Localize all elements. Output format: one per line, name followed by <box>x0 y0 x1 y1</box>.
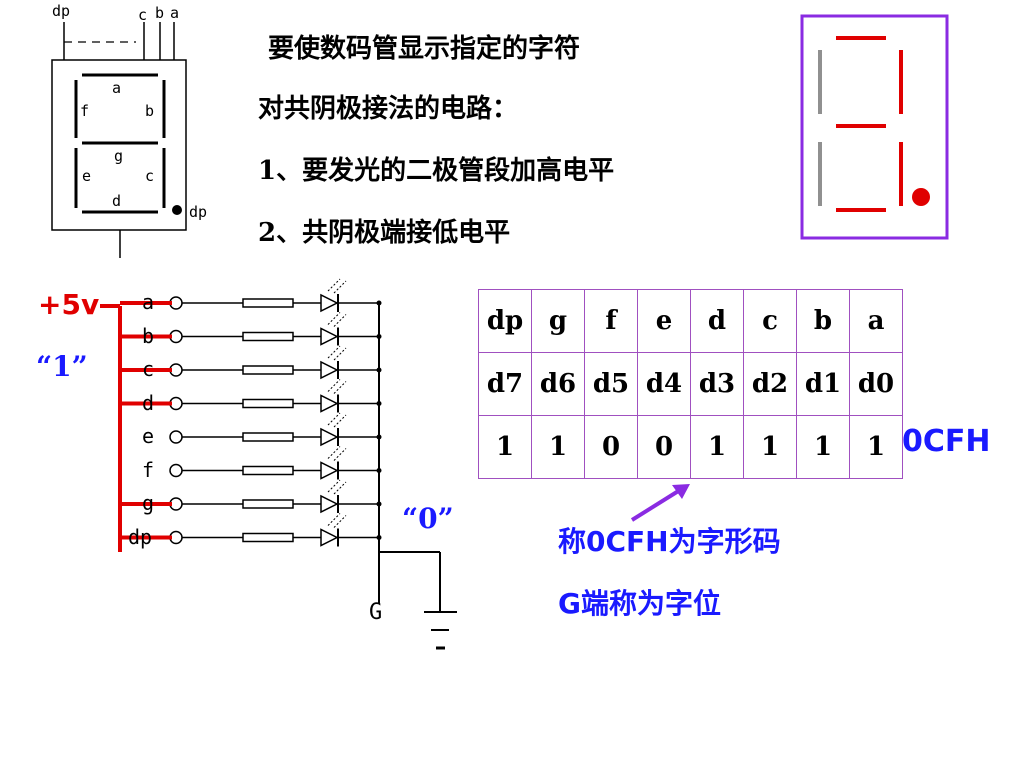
circuit-row-label-d: d <box>142 390 155 415</box>
segment-label-d: d <box>112 192 122 210</box>
table-cell: d4 <box>637 352 691 416</box>
circuit-row-d <box>120 379 382 413</box>
table-cell: 1 <box>690 415 744 479</box>
intro-line-1: 要使数码管显示指定的字符 <box>268 34 581 64</box>
table-row-bits: d7 d6 d5 d4 d3 d2 d1 d0 <box>478 352 903 416</box>
table-cell: 1 <box>849 415 903 479</box>
circuit-row-g <box>120 479 382 514</box>
table-cell: 1 <box>743 415 797 479</box>
circuit-row-a <box>120 278 382 313</box>
table-cell: d2 <box>743 352 797 416</box>
table-cell: d <box>690 289 744 353</box>
pin-label-c: c <box>138 6 148 24</box>
circuit-row-label-g: g <box>142 491 155 515</box>
table-cell: d1 <box>796 352 850 416</box>
circuit-row-e <box>169 412 382 447</box>
segment-label-f: f <box>80 102 90 120</box>
table-cell: 1 <box>531 415 585 479</box>
segment-label-c: c <box>145 167 155 185</box>
circuit-row-label-c: c <box>142 357 155 381</box>
dp-label: dp <box>189 203 208 221</box>
table-cell: dp <box>478 289 532 353</box>
pin-label-dp: dp <box>52 2 71 20</box>
circuit-row-label-f: f <box>142 457 155 482</box>
segment-label-a: a <box>112 79 122 97</box>
table-cell: b <box>796 289 850 353</box>
table-cell: 0 <box>584 415 638 479</box>
circuit-row-label-e: e <box>142 424 155 448</box>
circuit-row-dp <box>120 513 382 547</box>
circuit-row-f <box>169 446 382 480</box>
table-cell: d6 <box>531 352 585 416</box>
segment-label-e: e <box>82 167 92 185</box>
segment-code-table: dp g f e d c b a d7 d6 d5 d4 d3 d2 d1 d0… <box>478 289 903 479</box>
segment-label-g: g <box>114 147 124 165</box>
logic-one-label: “1” <box>36 350 88 383</box>
circuit-row-c <box>120 345 382 380</box>
note-line-2: G端称为字位 <box>558 587 721 620</box>
table-cell: e <box>637 289 691 353</box>
table-cell: a <box>849 289 903 353</box>
table-cell: c <box>743 289 797 353</box>
table-cell: d5 <box>584 352 638 416</box>
logic-zero-label: “0” <box>402 502 454 535</box>
table-cell: d0 <box>849 352 903 416</box>
code-value-label: 0CFH <box>902 424 991 459</box>
seven-segment-display-example <box>800 14 949 240</box>
table-cell: 1 <box>796 415 850 479</box>
circuit-row-label-a: a <box>142 290 155 314</box>
table-cell: 1 <box>478 415 532 479</box>
intro-line-2: 对共阴极接法的电路： <box>258 94 519 124</box>
table-cell: d7 <box>478 352 532 416</box>
vcc-label: +5v <box>38 288 100 321</box>
circuit-row-label-b: b <box>142 323 155 348</box>
note-line-1: 称0CFH为字形码 <box>558 525 781 558</box>
segment-label-b: b <box>145 102 155 120</box>
intro-line-4: 2、共阴极端接低电平 <box>258 218 511 248</box>
pin-label-b: b <box>155 4 165 22</box>
circuit-row-label-dp: dp <box>128 524 153 549</box>
seven-segment-pinout-diagram <box>51 22 187 258</box>
table-cell: g <box>531 289 585 353</box>
table-cell: 0 <box>637 415 691 479</box>
table-cell: f <box>584 289 638 353</box>
pin-label-a: a <box>170 4 180 22</box>
table-row-segments: dp g f e d c b a <box>478 289 903 353</box>
ground-label: G <box>369 600 383 625</box>
table-row-values: 1 1 0 0 1 1 1 1 <box>478 415 903 479</box>
circuit-row-b <box>120 312 382 346</box>
table-cell: d3 <box>690 352 744 416</box>
intro-line-3: 1、要发光的二极管段加高电平 <box>258 156 615 186</box>
